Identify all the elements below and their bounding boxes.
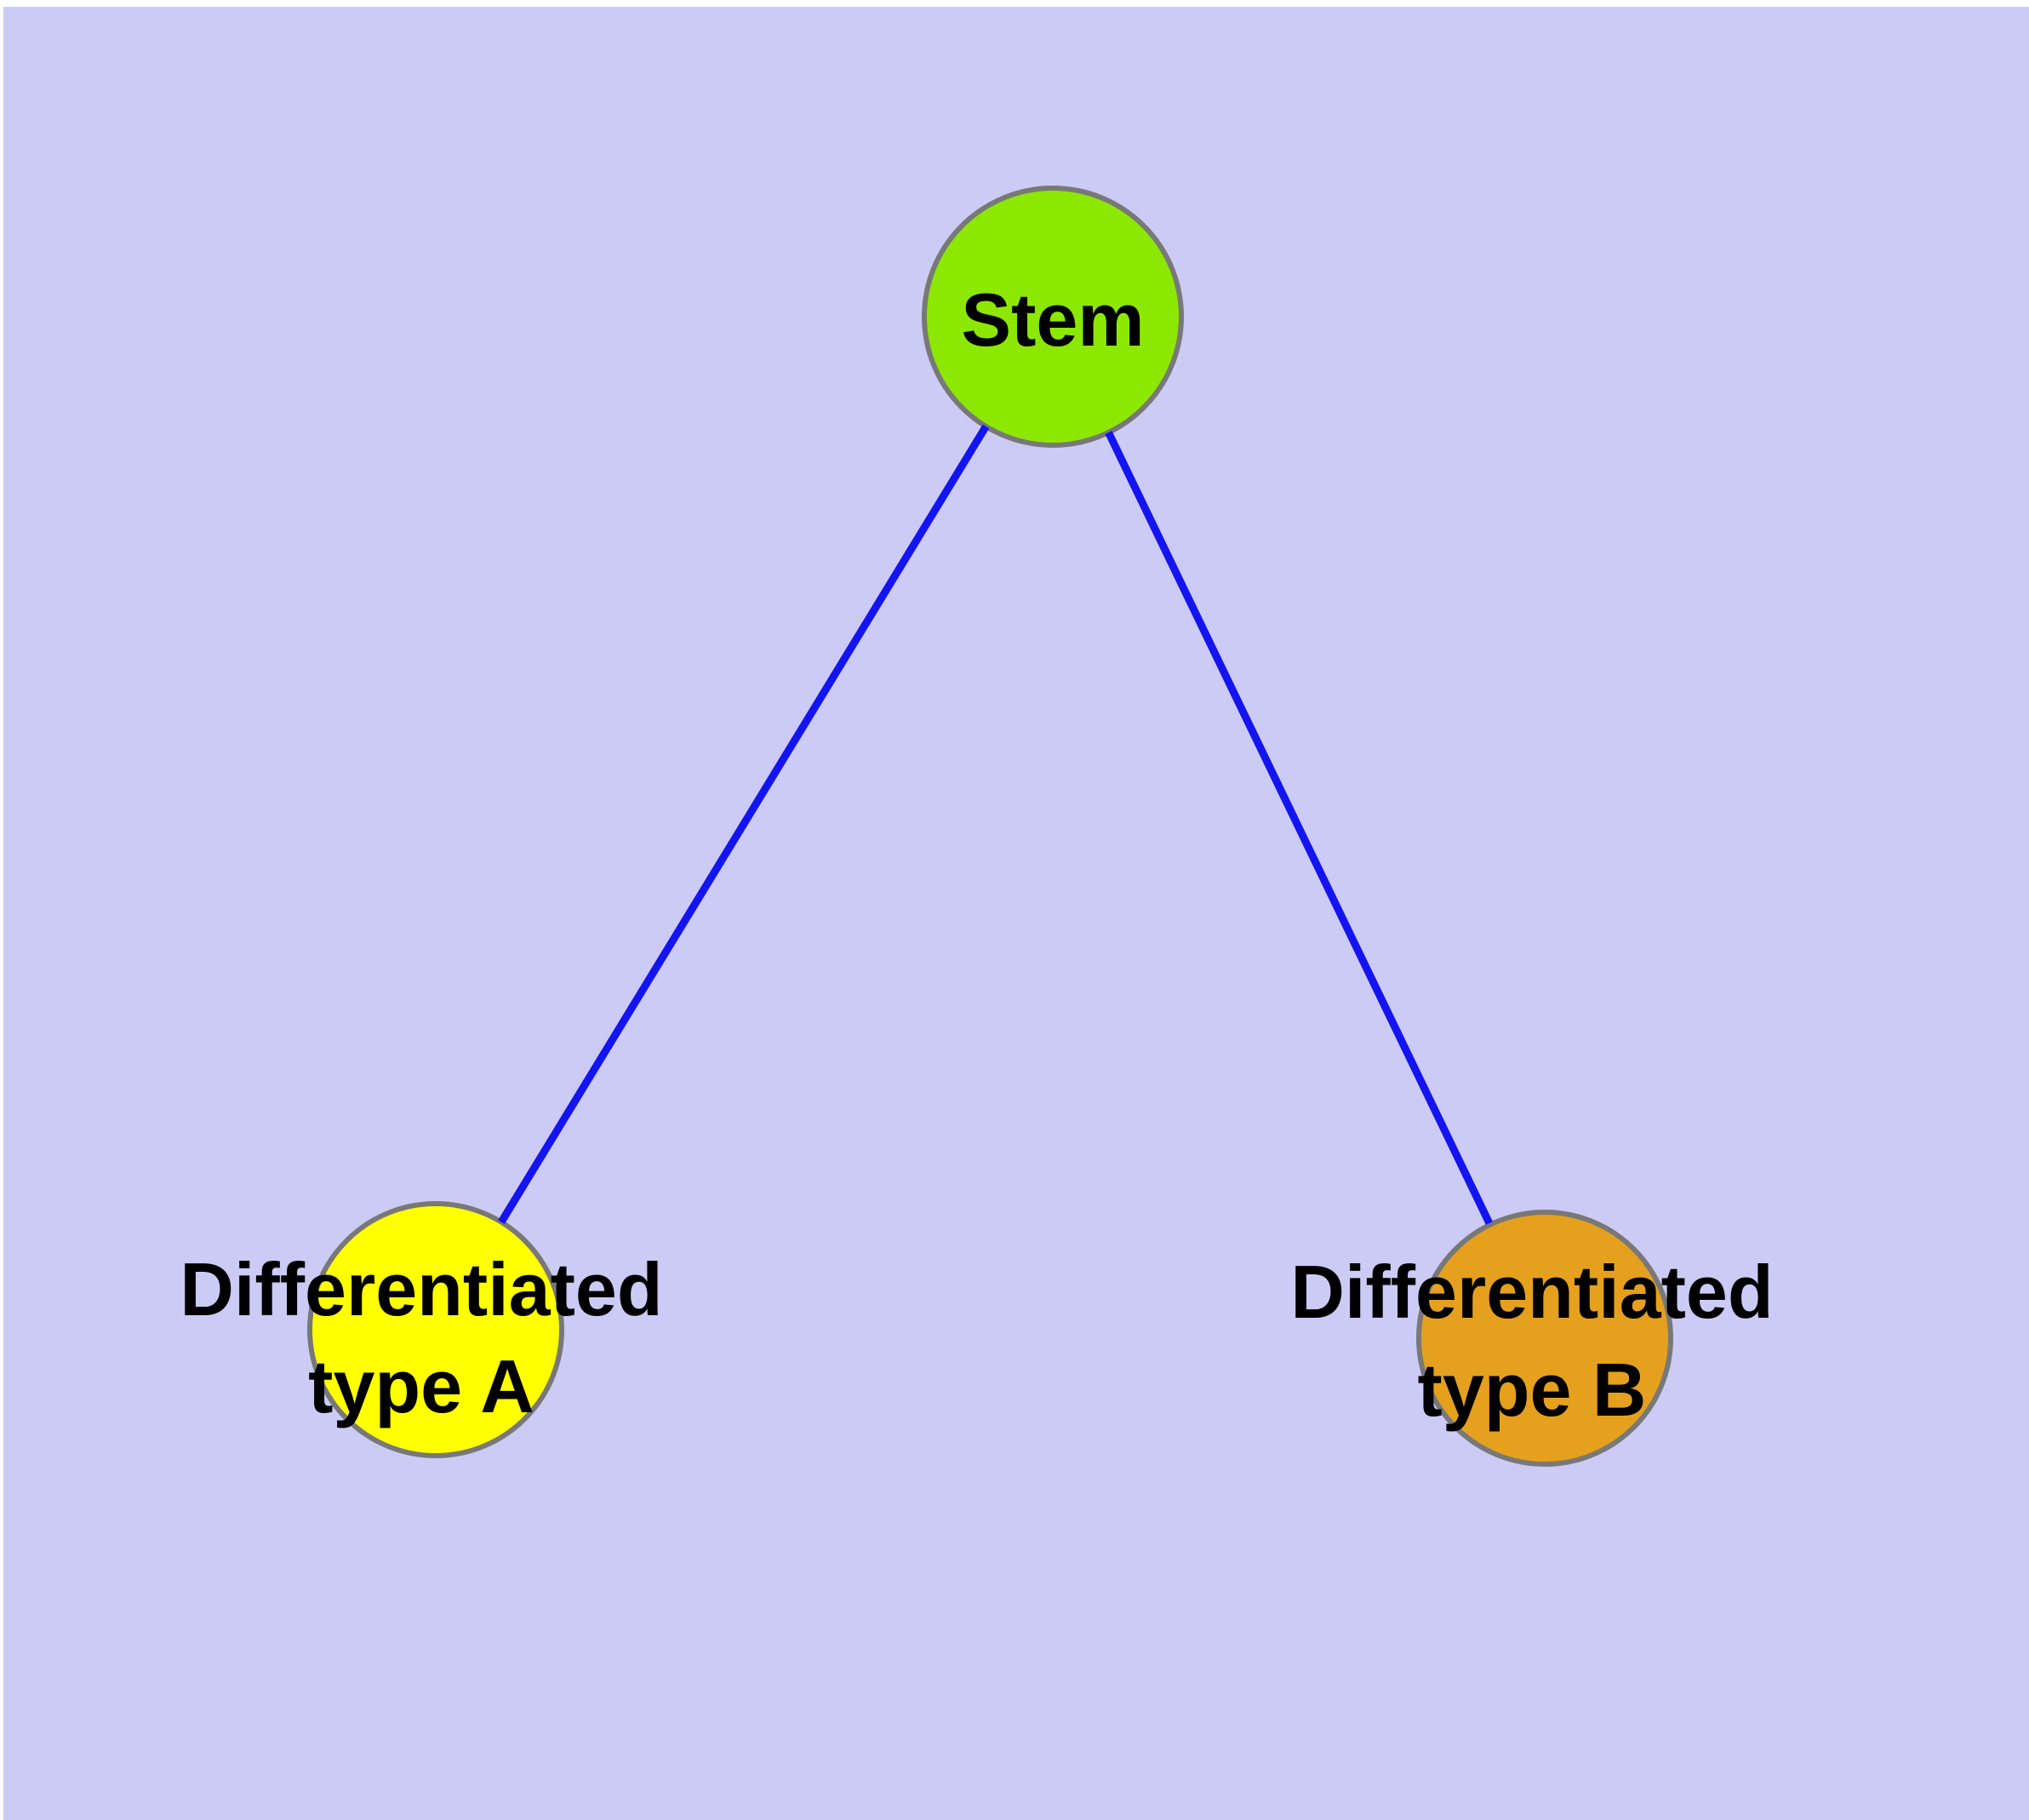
graph-edge-stem-to-diff-a: [498, 424, 990, 1224]
graph-edge-stem-to-diff-b: [1105, 431, 1493, 1225]
node-label-line: Differentiated: [180, 1247, 662, 1331]
node-label-diff-b: Differentiated type B: [1290, 1250, 1773, 1432]
node-label-line: Differentiated: [1290, 1250, 1773, 1334]
node-label-line: type A: [308, 1344, 534, 1428]
node-label-line: type B: [1418, 1348, 1647, 1432]
graph-node-diff-a[interactable]: [307, 1201, 564, 1458]
graph-node-stem[interactable]: [922, 186, 1184, 448]
graph-node-diff-b[interactable]: [1416, 1210, 1673, 1467]
node-label-line: Stem: [961, 278, 1144, 362]
node-label-diff-a: Differentiated type A: [180, 1247, 662, 1428]
node-label-stem: Stem: [961, 278, 1144, 362]
